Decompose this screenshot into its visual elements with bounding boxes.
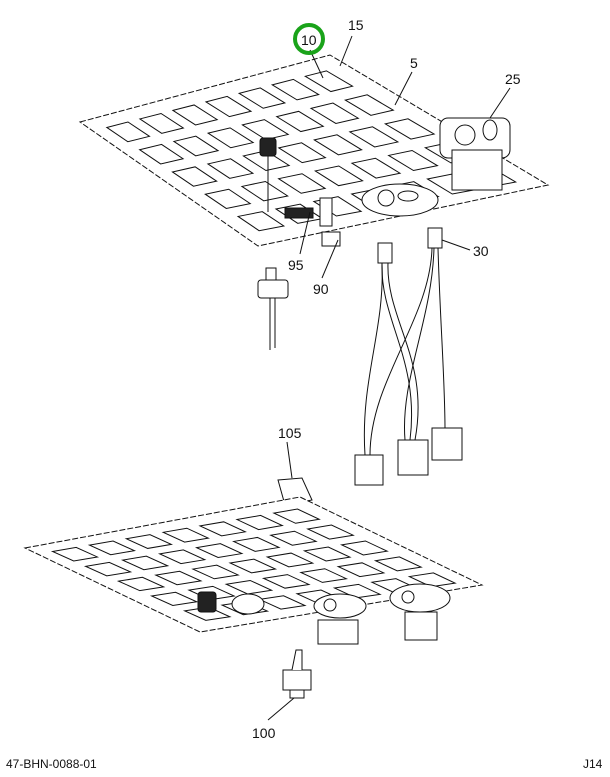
switch-slot (204, 95, 253, 118)
highlight-circle (293, 23, 325, 55)
callout-labels: 10 15 5 25 95 90 30 105 100 (252, 17, 521, 741)
switch-slot (116, 576, 166, 592)
switch-slot (275, 110, 325, 133)
switch-slot (191, 564, 240, 580)
callout-30[interactable]: 30 (473, 243, 489, 259)
switch-slot (261, 574, 311, 589)
callout-25[interactable]: 25 (505, 71, 521, 87)
toggle-switch-100 (282, 649, 312, 699)
switch-slot (224, 579, 274, 595)
switch-slot (237, 87, 287, 109)
switch-slot (339, 540, 389, 556)
switch-slot (313, 134, 363, 156)
switch-slot (313, 165, 364, 187)
switch-slot (204, 188, 252, 209)
callout-5[interactable]: 5 (410, 55, 418, 71)
switch-slot (198, 521, 247, 537)
switch-slot (387, 149, 439, 172)
switch-slot (161, 527, 210, 543)
switch-slot (120, 555, 170, 571)
switch-slot (236, 211, 286, 232)
switch-slot (306, 524, 355, 540)
switch-slot (303, 70, 354, 93)
drawing-number: 47-BHN-0088-01 (6, 757, 97, 771)
switch-slot (270, 78, 320, 101)
switch-slot (373, 556, 423, 572)
switch-slot (257, 595, 307, 610)
switch-slot (299, 568, 349, 583)
switch-slot (171, 104, 219, 126)
callout-100[interactable]: 100 (252, 725, 276, 741)
switch-slot (269, 530, 318, 546)
sheet-code: J14 (583, 757, 603, 771)
switch-slot (232, 536, 281, 552)
callout-10[interactable]: 10 (301, 32, 317, 48)
switch-slot (194, 543, 244, 559)
switch-slot (228, 558, 278, 574)
switch-slot (309, 102, 360, 124)
switch-slot (336, 562, 386, 578)
callout-105[interactable]: 105 (278, 425, 302, 441)
switch-slot (277, 173, 327, 194)
rotary-switch-95 (257, 267, 289, 350)
knob (259, 137, 277, 157)
switch-slot (407, 572, 457, 588)
switch-slot (50, 546, 100, 562)
wiring-harness-30 (354, 227, 463, 486)
switch-slot (265, 552, 315, 568)
switch-slot (272, 508, 321, 524)
switch-slot (302, 546, 352, 562)
switch-slot (206, 127, 255, 149)
switch-slot (242, 150, 291, 172)
switch-slot (235, 514, 284, 531)
switch-slot (350, 157, 402, 179)
switch-slot (154, 570, 203, 586)
switch-slot (343, 94, 395, 116)
callout-90[interactable]: 90 (313, 281, 329, 297)
switch-slot (138, 112, 185, 134)
switch-slot (87, 540, 137, 556)
callout-15[interactable]: 15 (348, 17, 364, 33)
switch-slot (138, 143, 185, 165)
switch-slot (149, 591, 199, 607)
switch-slot (206, 158, 255, 179)
switch-slot (277, 142, 327, 164)
switch-slot (124, 534, 174, 549)
lower-switch-panel (23, 496, 484, 645)
switch-slot (171, 166, 218, 187)
switch-slot (105, 121, 151, 143)
switch-slot (172, 135, 220, 157)
switch-slot (383, 118, 436, 140)
switch-slot (348, 126, 400, 148)
callout-95[interactable]: 95 (288, 257, 304, 273)
switch-slot (83, 561, 133, 577)
switch-slot (240, 180, 289, 202)
upper-switch-panel (78, 54, 550, 247)
switch-slot (157, 549, 207, 565)
switch-slot (241, 119, 290, 141)
